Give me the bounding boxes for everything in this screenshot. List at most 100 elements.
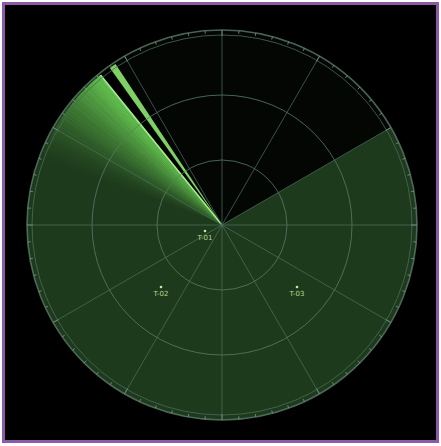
target-blip (204, 230, 207, 233)
rim-tick (238, 416, 239, 419)
rim-tick (369, 100, 371, 102)
rim-tick (73, 348, 75, 350)
beam-trail (47, 140, 222, 225)
beam-trail (53, 129, 222, 226)
bearing-spoke (222, 225, 391, 323)
rim-tick (39, 158, 42, 159)
rim-tick (386, 320, 391, 323)
rim-tick (110, 65, 112, 67)
rim-tick (222, 30, 223, 36)
rim-tick (303, 48, 304, 51)
rim-tick (45, 306, 48, 307)
rim-tick (345, 372, 347, 374)
rim-tick (140, 399, 141, 402)
rim-tick (53, 128, 58, 131)
rim-tick (358, 361, 360, 363)
bearing-spoke (222, 225, 223, 420)
rim-tick (255, 33, 257, 36)
target-label: T-02 (153, 290, 168, 298)
rim-tick (39, 291, 42, 292)
rim-tick (411, 191, 414, 193)
rim-tick (34, 274, 37, 276)
beam-line (110, 64, 222, 225)
rim-tick (53, 320, 58, 323)
rim-tick (62, 113, 64, 115)
bearing-spoke (222, 56, 320, 225)
range-ring (27, 30, 417, 420)
rim-tick (303, 399, 304, 402)
bearing-spoke (125, 56, 223, 225)
rim-tick (238, 31, 239, 34)
rim-tick (188, 414, 190, 417)
bearing-spoke (222, 128, 391, 226)
bearing-spoke (222, 30, 223, 225)
rim-tick (317, 389, 320, 394)
beam-trail (46, 143, 222, 225)
rim-tick (379, 113, 381, 115)
rim-tick (30, 258, 33, 260)
rim-tick (411, 225, 417, 226)
bearing-spoke (222, 225, 320, 394)
rim-tick (255, 414, 257, 417)
rim-tick (413, 241, 416, 242)
rim-tick (288, 42, 289, 45)
rim-tick (30, 191, 33, 193)
target-label: T-01 (197, 234, 212, 242)
rim-tick (317, 56, 320, 61)
rim-tick (369, 348, 371, 350)
rim-tick (140, 48, 141, 51)
rim-tick (402, 291, 405, 292)
rim-tick (271, 37, 273, 40)
rim-tick (379, 335, 381, 337)
target-blip (296, 286, 299, 289)
rim-tick (407, 274, 410, 276)
rim-tick (97, 372, 99, 374)
rim-tick (413, 208, 416, 209)
bearing-spoke (125, 225, 223, 394)
rim-tick (125, 389, 128, 394)
bearing-spoke (53, 225, 222, 323)
rim-tick (222, 414, 223, 420)
rim-tick (97, 76, 99, 78)
rim-tick (171, 37, 173, 40)
rim-tick (205, 31, 206, 34)
rim-tick (84, 87, 86, 89)
bearing-spoke (222, 225, 417, 226)
rim-tick (125, 56, 128, 61)
rim-tick (358, 87, 360, 89)
scope-face (27, 30, 417, 420)
rim-tick (110, 382, 112, 384)
rim-tick (188, 33, 190, 36)
rim-tick (271, 410, 273, 413)
rim-tick (62, 335, 64, 337)
rim-tick (407, 174, 410, 176)
rim-tick (73, 100, 75, 102)
rim-tick (171, 410, 173, 413)
target-label: T-03 (289, 290, 304, 298)
rim-tick (288, 405, 289, 408)
rim-tick (332, 382, 334, 384)
rim-tick (345, 76, 347, 78)
rim-tick (155, 42, 156, 45)
rim-tick (45, 143, 48, 144)
rim-tick (27, 225, 33, 226)
rim-tick (386, 128, 391, 131)
target-blip (160, 286, 163, 289)
rim-tick (332, 65, 334, 67)
bearing-spoke (27, 225, 222, 226)
rim-tick (34, 174, 37, 176)
beam-trail (48, 137, 222, 225)
rim-tick (396, 306, 399, 307)
rim-tick (205, 416, 206, 419)
rim-tick (402, 158, 405, 159)
rim-tick (155, 405, 156, 408)
rim-tick (411, 258, 414, 260)
rim-tick (396, 143, 399, 144)
rim-tick (84, 361, 86, 363)
rim-tick (28, 241, 31, 242)
bearing-spoke (53, 128, 222, 226)
beam-trail (52, 131, 222, 225)
rim-tick (28, 208, 31, 209)
